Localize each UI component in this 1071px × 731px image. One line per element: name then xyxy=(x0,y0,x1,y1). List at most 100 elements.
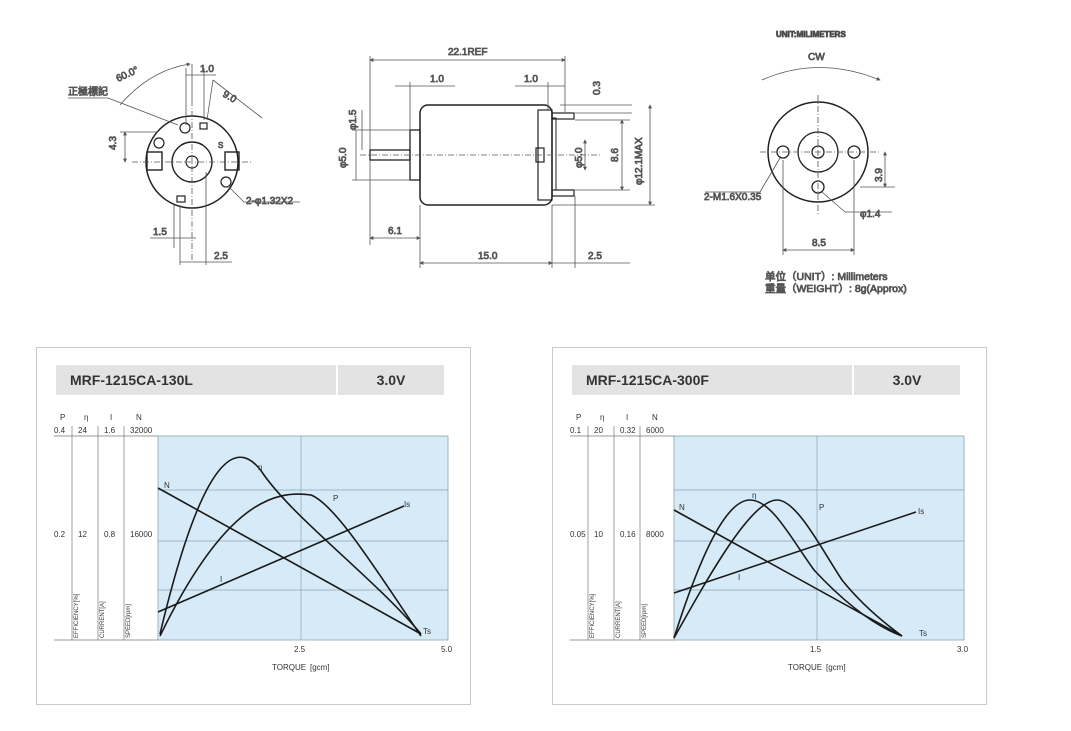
chart-2-model-box: MRF-1215CA-300F xyxy=(572,365,852,395)
chart-2-efficiency-curve xyxy=(673,499,903,639)
rear-dim-3-9: 3.9 xyxy=(874,168,885,182)
front-holes-label: 2-φ1.32X2 xyxy=(246,196,294,207)
chart-1-curve-label-i: I xyxy=(220,575,222,584)
front-dim-9-0: 9.0 xyxy=(221,89,239,106)
rear-dim-1-4: φ1.4 xyxy=(860,209,881,220)
chart-2-top-value-0: 0.1 xyxy=(570,426,582,435)
chart-1-top-value-3: 32000 xyxy=(130,426,153,435)
chart-1-x-axis-unit: [gcm] xyxy=(310,663,330,672)
chart-1-mid-value-3: 16000 xyxy=(130,530,153,539)
chart-2-top-value-3: 6000 xyxy=(646,426,664,435)
chart-1-top-value-1: 24 xyxy=(78,426,87,435)
chart-1-curve-label-is: Is xyxy=(404,500,410,509)
chart-2-x-tick-1: 3.0 xyxy=(957,645,969,654)
motor-technical-drawing: S 60.0° 1.0 9.0 正極標記 4.3 xyxy=(68,30,908,296)
chart-1-x-tick-1: 5.0 xyxy=(441,645,453,654)
chart-1-model-box: MRF-1215CA-130L xyxy=(56,365,336,395)
side-dim-22-1ref: 22.1REF xyxy=(448,47,487,58)
chart-1-top-value-0: 0.4 xyxy=(54,426,66,435)
chart-1-x-tick-0: 2.5 xyxy=(294,645,306,654)
front-dim-4-3: 4.3 xyxy=(108,136,119,150)
chart-2-power-curve xyxy=(673,499,903,639)
front-angle-label: 60.0° xyxy=(115,65,141,85)
chart-1-axis-head-1: η xyxy=(84,413,88,422)
chart-2-voltage: 3.0V xyxy=(892,372,922,388)
chart-2-axis-head-0: P xyxy=(576,413,581,422)
chart-1-axis-head-2: I xyxy=(110,413,112,422)
chart-2-curve-label-i: I xyxy=(738,573,740,582)
side-view: 22.1REF 1.0 1.0 0.3 φ5.0 φ1.5 φ5.0 xyxy=(338,47,655,268)
chart-1-curve-label-n: N xyxy=(164,481,170,490)
front-dim-1-0: 1.0 xyxy=(200,64,214,75)
unit-title: UNIT:MILIMETERS xyxy=(776,30,846,39)
chart-2-curve-label-eta: η xyxy=(752,491,756,500)
rear-holes-label: 2-M1.6X0.35 xyxy=(704,192,762,203)
chart-2-curve-label-p: P xyxy=(819,503,824,512)
chart-2-axis-head-3: N xyxy=(652,413,658,422)
front-mark-s: S xyxy=(218,141,223,150)
side-dim-shaft-5-0: φ5.0 xyxy=(338,147,349,168)
chart-2-current-curve xyxy=(673,511,917,594)
unit-line: 单位（UNIT）: Millimeters xyxy=(765,270,888,283)
side-dim-1-0-right: 1.0 xyxy=(524,74,538,85)
chart-2-mid-value-1: 10 xyxy=(594,530,603,539)
chart-2-column-label-2: SPEED[rpm] xyxy=(642,604,648,638)
front-view: S 60.0° 1.0 9.0 正極標記 4.3 xyxy=(68,62,300,265)
chart-1-axis-head-0: P xyxy=(60,413,65,422)
chart-1-mid-value-2: 0.8 xyxy=(104,530,116,539)
chart-1-curve-label-ts: Ts xyxy=(423,627,431,636)
rear-view: UNIT:MILIMETERS CW 8.5 3.9 φ1.4 2-M1.6X0… xyxy=(704,30,908,296)
chart-2-axis-head-1: η xyxy=(600,413,604,422)
chart-2-mid-value-0: 0.05 xyxy=(570,530,586,539)
weight-line: 重量（WEIGHT）: 8g(Approx) xyxy=(765,282,907,295)
chart-2-mid-value-2: 0.16 xyxy=(620,530,636,539)
chart-2-plot-area xyxy=(673,435,965,641)
chart-1-efficiency-curve xyxy=(159,456,422,635)
side-dim-shaft-1-5: φ1.5 xyxy=(348,109,359,130)
chart-1-speed-curve xyxy=(157,487,422,635)
chart-2-mid-value-3: 8000 xyxy=(646,530,664,539)
side-dim-15-0: 15.0 xyxy=(478,251,498,262)
chart-2-curve-label-ts: Ts xyxy=(919,629,927,638)
chart-1-column-label-1: CURRENT[A] xyxy=(100,601,106,638)
front-dim-1-5: 1.5 xyxy=(153,227,167,238)
chart-2-x-axis-unit: [gcm] xyxy=(826,663,846,672)
side-dim-8-6: 8.6 xyxy=(610,148,621,162)
chart-2-x-axis-label: TORQUE xyxy=(788,663,822,672)
chart-1-column-label-2: SPEED[rpm] xyxy=(126,604,132,638)
chart-2-top-value-2: 0.32 xyxy=(620,426,636,435)
rear-dim-8-5: 8.5 xyxy=(812,238,826,249)
chart-1-curve-label-p: P xyxy=(333,494,338,503)
rear-direction-label: CW xyxy=(808,52,825,63)
chart-2-axis-head-2: I xyxy=(626,413,628,422)
chart-1-model-name: MRF-1215CA-130L xyxy=(70,372,193,388)
chart-2-model-name: MRF-1215CA-300F xyxy=(586,372,709,388)
side-dim-1-0-left: 1.0 xyxy=(430,74,444,85)
chart-1-curve-label-eta: η xyxy=(258,463,262,472)
front-polarity-label: 正極標記 xyxy=(68,85,108,98)
side-dim-2-5: 2.5 xyxy=(588,251,602,262)
chart-1-axis-head-3: N xyxy=(136,413,142,422)
chart-1-power-curve xyxy=(159,493,422,637)
chart-1-mid-value-0: 0.2 xyxy=(54,530,66,539)
side-dim-12-1max: φ12.1MAX xyxy=(634,137,645,185)
chart-2-column-label-0: EFFICIENCY[%] xyxy=(590,593,596,638)
chart-2-x-tick-0: 1.5 xyxy=(810,645,822,654)
chart-1-plot-area xyxy=(157,435,449,641)
chart-2-curve-label-is: Is xyxy=(918,507,924,516)
side-dim-6-1: 6.1 xyxy=(388,226,402,237)
chart-2-top-value-1: 20 xyxy=(594,426,603,435)
chart-2-voltage-box: 3.0V xyxy=(854,365,960,395)
chart-2-curve-label-n: N xyxy=(679,503,685,512)
chart-1-top-value-2: 1.6 xyxy=(104,426,116,435)
chart-2-column-label-1: CURRENT[A] xyxy=(616,601,622,638)
side-dim-boss-5-0: φ5.0 xyxy=(574,147,585,168)
side-dim-0-3: 0.3 xyxy=(592,81,603,95)
chart-1-voltage: 3.0V xyxy=(376,372,406,388)
chart-1-voltage-box: 3.0V xyxy=(338,365,444,395)
chart-1-current-curve xyxy=(157,505,405,613)
chart-1-x-axis-label: TORQUE xyxy=(272,663,306,672)
front-dim-2-5: 2.5 xyxy=(214,251,228,262)
